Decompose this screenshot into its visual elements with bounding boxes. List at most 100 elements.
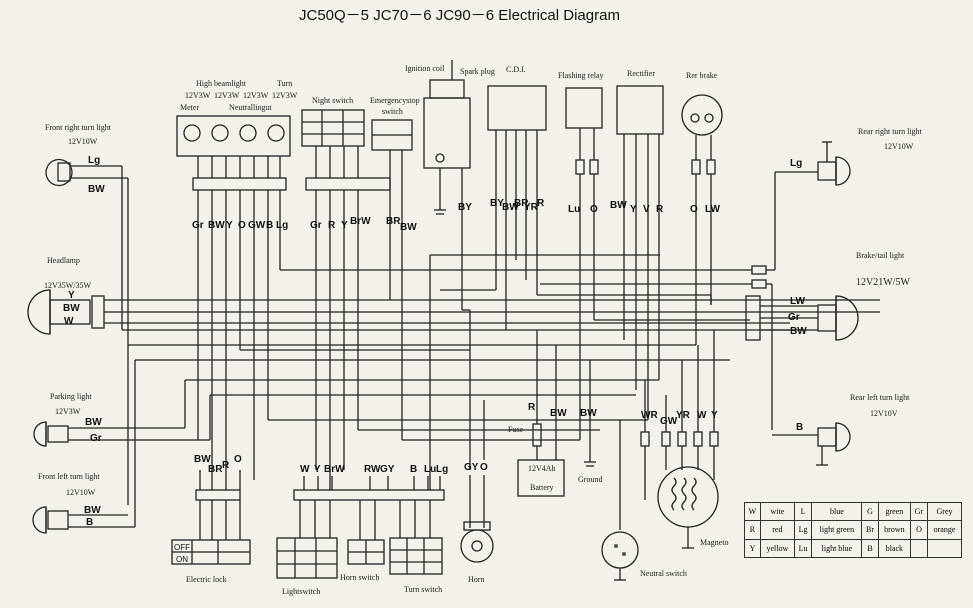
wire-label: BW: [63, 303, 80, 314]
wire-label: BR: [386, 216, 401, 227]
legend-code: G: [861, 501, 879, 522]
wire-label: R: [656, 204, 664, 215]
rear-left-turn-spec: 12V10V: [870, 409, 898, 418]
magneto-connectors: [640, 330, 719, 500]
rectifier: [616, 85, 664, 420]
legend-code: Gr: [910, 501, 929, 522]
electric-lock-label: Electric lock: [186, 575, 227, 584]
wire-label: R: [222, 460, 230, 471]
legend-color: light green: [811, 520, 863, 540]
electric-lock: [171, 470, 251, 565]
fuse-label: Fuse: [508, 425, 524, 434]
meter-spec: 12V3W: [272, 91, 298, 100]
wire-label: GY: [464, 462, 479, 473]
wire-label: BW: [84, 505, 101, 516]
wire-label: GW: [660, 416, 678, 427]
flashing-relay: [565, 87, 603, 440]
battery-spec: 12V4Ah: [528, 464, 556, 473]
wire-label: Lg: [436, 464, 448, 475]
night-switch-label: Night switch: [312, 96, 353, 105]
wire-label: LW: [705, 204, 721, 215]
wire-label: W: [300, 464, 310, 475]
parking-spec: 12V3W: [55, 407, 81, 416]
legend-code: R: [744, 520, 761, 540]
legend-code: B: [861, 538, 879, 559]
wire-label: R: [528, 402, 536, 413]
wire-label: LW: [790, 296, 806, 307]
parking-light: [33, 421, 210, 447]
legend-row: Y yellow Lu light blue B black: [744, 538, 962, 559]
legend-row: W wite L blue G green Gr Grey: [744, 501, 962, 522]
rear-right-turn-spec: 12V10W: [884, 142, 914, 151]
handlebar-switch-bundle: [293, 476, 445, 540]
legend-color: blue: [811, 501, 863, 522]
wire-label: WR: [641, 410, 658, 421]
emergency-stop-switch: [371, 119, 413, 440]
light-switch-label: Lightswitch: [282, 587, 320, 596]
wire-label: O: [234, 454, 242, 465]
front-left-turn-label: Front left turn light: [38, 472, 100, 481]
rear-left-turn-label: Rear left turn light: [850, 393, 910, 402]
wire-label: Gr: [90, 433, 102, 444]
legend-color: yellow: [759, 538, 795, 559]
headlamp-spec: 12V35W/35W: [44, 281, 92, 290]
brake-tail-light: [280, 265, 859, 430]
legend-color: wite: [759, 501, 795, 522]
wire-label: Lu: [568, 204, 580, 215]
front-left-turn-spec: 12V10W: [66, 488, 96, 497]
wire-label: Lg: [790, 158, 802, 169]
legend-color: orange: [927, 520, 962, 540]
wire-label: BW: [88, 184, 105, 195]
brake-tail-label: Brake/tail light: [856, 251, 905, 260]
front-left-turn-light: [32, 360, 136, 534]
wire-label: BW: [85, 417, 102, 428]
wire-label: R: [537, 198, 545, 209]
wire-label: R: [328, 220, 336, 231]
front-right-turn-light: [45, 158, 129, 505]
legend-code: Lg: [793, 520, 813, 540]
front-right-turn-spec: 12V10W: [68, 137, 98, 146]
neutral-switch: [601, 420, 639, 581]
headlamp: [27, 289, 880, 335]
wire-label: BR: [208, 464, 223, 475]
horn-switch: [347, 539, 385, 565]
wire-label: BW: [502, 202, 519, 213]
brake-tail-spec: 12V21W/5W: [856, 277, 910, 288]
neutral-switch-label: Neutral switch: [640, 569, 687, 578]
wire-label: BR: [514, 198, 529, 209]
wire-label: BW: [580, 408, 597, 419]
horn: [460, 400, 494, 563]
color-legend: W wite L blue G green Gr Grey R red Lg l…: [744, 501, 962, 559]
spark-plug-label: Spark plug: [460, 67, 495, 76]
front-right-turn-label: Front right turn light: [45, 123, 112, 132]
wire-label: Lg: [88, 155, 100, 166]
light-switch: [276, 537, 338, 579]
neutral-label: Neutrallingut: [229, 103, 272, 112]
wire-label: B: [796, 422, 803, 433]
legend-code: Br: [861, 520, 879, 540]
wire-label: BrW: [350, 216, 371, 227]
wire-label: V: [643, 204, 650, 215]
wire-label: BY: [490, 198, 504, 209]
legend-code: W: [744, 501, 761, 522]
battery-fuse-ground: [517, 330, 596, 497]
meter-label: Meter: [180, 103, 199, 112]
wire-label: BY: [458, 202, 472, 213]
wire-label: BW: [194, 454, 211, 465]
wire-label: Lu: [424, 464, 436, 475]
flashing-relay-label: Flashing relay: [558, 71, 604, 80]
wire-label: BW: [610, 200, 627, 211]
diagram-title: JC50Q－5 JC70－6 JC90－6 Electrical Diagram: [299, 7, 620, 24]
cdi-label: C.D.I.: [506, 65, 526, 74]
legend-row: R red Lg light green Br brown O orange: [744, 520, 962, 540]
wire-label: B: [266, 220, 273, 231]
turn-label: Turn: [277, 79, 292, 88]
wire-label: BrW: [324, 464, 345, 475]
legend-color: black: [877, 538, 912, 559]
horn-switch-label: Horn switch: [340, 573, 379, 582]
meter-spec: 12V3W: [214, 91, 240, 100]
wire-label: Gr: [192, 220, 204, 231]
wire-label: GY: [380, 464, 395, 475]
